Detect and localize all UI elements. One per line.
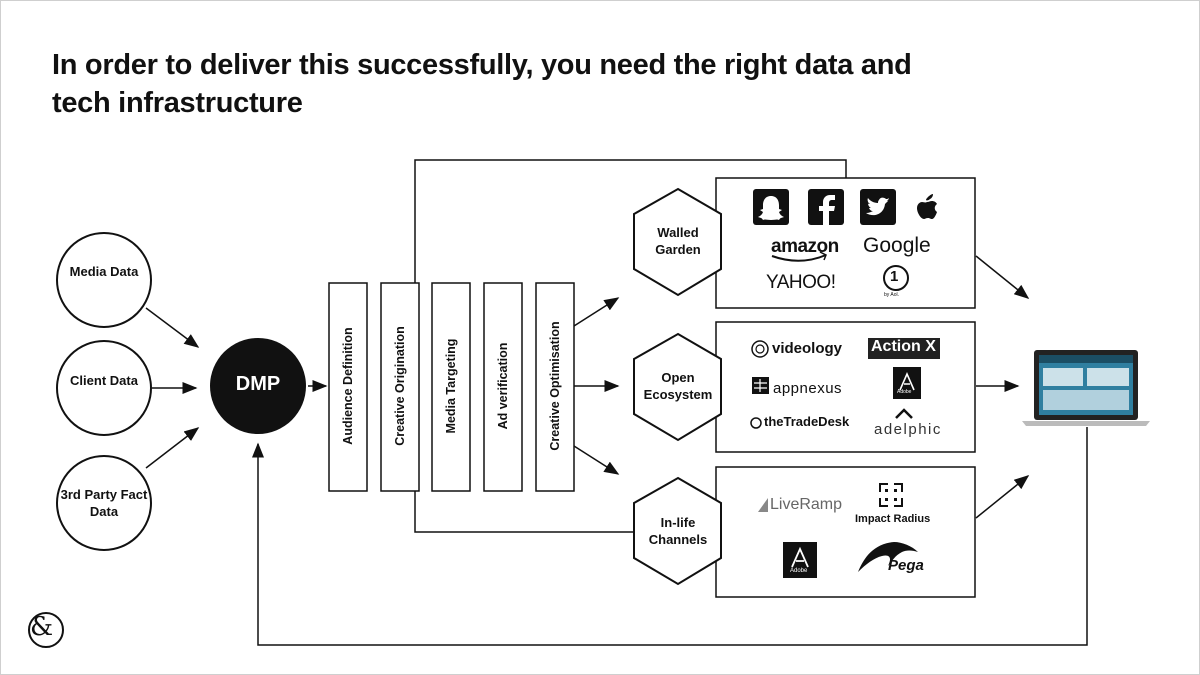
arrow-media-to-dmp — [145, 307, 200, 348]
arrow-inlife-to-laptop — [975, 475, 1030, 519]
walled-garden-hexagon — [633, 187, 722, 297]
impact-radius-logo: Impact Radius — [855, 513, 931, 525]
step-creative-optimisation: Creative Optimisation — [548, 321, 562, 451]
pega-logo: Pega — [888, 557, 924, 574]
adelphic-logo: adelphic — [874, 421, 942, 438]
adobe-logo-text: Adobe — [897, 389, 912, 395]
adobe-logo-text-2: Adobe — [790, 568, 808, 574]
actionx-logo: Action X — [871, 338, 936, 355]
tradedesk-logo: theTradeDesk — [764, 414, 850, 429]
in-life-hexagon — [633, 476, 722, 586]
in-life-channels-label: In-life Channels — [648, 515, 708, 547]
step-creative-origination: Creative Origination — [393, 326, 407, 446]
ampersand-logo-ring — [28, 612, 64, 648]
step-box-creative-optimisation — [535, 282, 575, 492]
adelphic-icon — [895, 408, 913, 419]
apple-icon — [917, 194, 937, 219]
yahoo-logo: YAHOO! — [766, 272, 836, 293]
step-audience-definition: Audience Definition — [341, 327, 355, 445]
step-ad-verification: Ad verification — [496, 342, 510, 430]
walled-garden-box — [715, 177, 976, 309]
arrow-to-walled-garden — [573, 297, 620, 327]
videology-icon — [751, 340, 769, 358]
tradedesk-icon — [750, 417, 762, 429]
slide-title: In order to deliver this successfully, y… — [52, 49, 912, 119]
aol-logo: by Aol. — [884, 292, 900, 298]
amazon-smile — [771, 254, 827, 262]
walled-garden-label: Walled Garden — [655, 225, 701, 257]
liveramp-logo: LiveRamp — [770, 496, 843, 513]
videology-logo: videology — [772, 340, 843, 357]
client-data-label: Client Data — [70, 373, 138, 388]
third-party-data-circle — [56, 455, 152, 551]
third-party-data-label: 3rd Party Fact Data — [60, 487, 148, 519]
arrow-to-in-life — [573, 445, 620, 475]
arrow-walled-to-laptop — [975, 255, 1030, 299]
appnexus-logo: appnexus — [773, 380, 843, 397]
open-ecosystem-hexagon — [633, 332, 722, 442]
aol-one-digit: 1 — [890, 268, 899, 285]
aol-one-icon — [883, 265, 909, 291]
bottom-feedback-line — [252, 427, 1088, 646]
dmp-circle — [210, 338, 306, 434]
in-life-box — [715, 466, 976, 598]
media-data-label: Media Data — [69, 264, 139, 279]
actionx-logo-bg — [868, 338, 940, 359]
step-media-targeting: Media Targeting — [444, 338, 458, 434]
step-box-creative-origination — [380, 282, 420, 492]
arrow-third-party-to-dmp — [145, 427, 200, 469]
pega-icon — [858, 542, 918, 572]
google-logo: Google — [863, 234, 931, 257]
step-box-media-targeting — [431, 282, 471, 492]
top-loop-line — [414, 159, 847, 283]
laptop-icon — [1022, 350, 1150, 426]
client-data-circle — [56, 340, 152, 436]
impact-radius-icon — [876, 480, 906, 510]
lower-loop-line — [414, 491, 634, 533]
amazon-logo: amazon — [771, 236, 839, 257]
open-ecosystem-label: Open Ecosystem — [643, 370, 713, 402]
liveramp-icon — [758, 498, 768, 512]
dmp-label: DMP — [235, 373, 281, 395]
step-box-audience — [328, 282, 368, 492]
step-box-ad-verification — [483, 282, 523, 492]
media-data-circle — [56, 232, 152, 328]
